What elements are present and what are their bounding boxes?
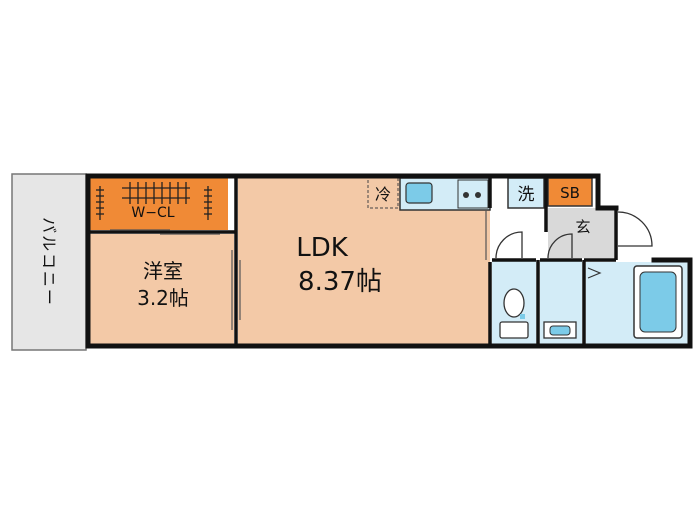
toilet-door-icon bbox=[495, 231, 523, 259]
ldk-size: 8.37帖 bbox=[298, 267, 382, 297]
western-room-name: 洋室 bbox=[143, 259, 183, 283]
balcony-area bbox=[11, 173, 87, 351]
washer-label: 洗 bbox=[518, 185, 535, 205]
fridge-label: 冷 bbox=[375, 185, 391, 204]
stove-area bbox=[457, 179, 489, 209]
washbasin-bowl-icon bbox=[549, 325, 571, 336]
interior-walls bbox=[88, 176, 618, 346]
burner-icon bbox=[475, 192, 481, 198]
walls bbox=[85, 173, 693, 349]
burner-icon bbox=[463, 192, 469, 198]
bathtub-inner-icon bbox=[639, 271, 677, 333]
closet-label: W−CL bbox=[131, 205, 174, 221]
toilet-tank-icon bbox=[499, 321, 529, 339]
toilet-button bbox=[520, 314, 525, 319]
fridge-space bbox=[367, 177, 399, 209]
closet-hangers bbox=[96, 182, 212, 220]
balcony-label: バルコニー bbox=[40, 217, 59, 307]
washroom-door-icon bbox=[547, 233, 573, 259]
sliding-doors bbox=[110, 210, 487, 330]
entrance-label: 玄 bbox=[575, 218, 590, 236]
washer-space bbox=[507, 177, 545, 209]
swing-doors bbox=[495, 211, 653, 259]
shoebox-label: SB bbox=[560, 184, 580, 202]
ldk-name: LDK bbox=[296, 233, 349, 263]
western-room bbox=[90, 234, 234, 344]
toilet-bowl-icon bbox=[503, 288, 525, 318]
walk-in-closet bbox=[90, 178, 228, 230]
bath-door-icon bbox=[587, 267, 602, 279]
entrance-area bbox=[548, 208, 614, 258]
entrance-door-icon bbox=[617, 211, 653, 247]
western-room-size: 3.2帖 bbox=[137, 286, 189, 310]
sink-icon bbox=[405, 182, 433, 204]
